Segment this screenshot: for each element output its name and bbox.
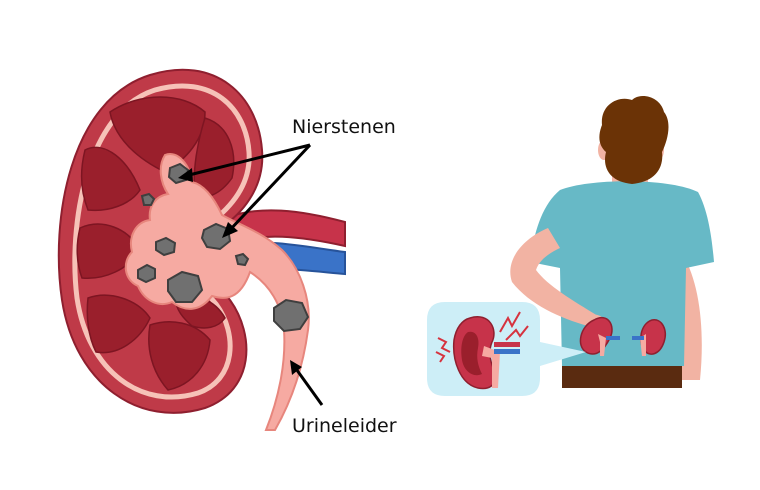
label-urineleider: Urineleider bbox=[292, 415, 397, 437]
stones-arrow-1 bbox=[184, 143, 311, 178]
pain-mark bbox=[437, 337, 451, 353]
pyramid bbox=[148, 321, 211, 391]
back-kidneys bbox=[579, 317, 666, 356]
bubble-vessel-red bbox=[494, 342, 520, 347]
kidney-icon-left-vessel bbox=[606, 336, 620, 340]
pyramid bbox=[193, 117, 235, 199]
person-back-view-icon bbox=[510, 96, 714, 388]
kidney-icon-right-vessel bbox=[632, 336, 644, 340]
kidney-stone bbox=[167, 270, 204, 303]
left-arm bbox=[510, 228, 598, 326]
kidney-stone bbox=[273, 298, 310, 333]
pain-mark bbox=[499, 311, 521, 333]
pyramid bbox=[76, 223, 141, 279]
annotation-arrows bbox=[178, 143, 324, 406]
kidney-pyramids bbox=[76, 96, 235, 391]
kidney-stone bbox=[140, 192, 156, 206]
arrowhead bbox=[178, 168, 193, 182]
bubble-kidney-inner bbox=[461, 331, 482, 376]
pyramid bbox=[109, 96, 206, 173]
bubble-vessel-blue bbox=[494, 349, 520, 354]
ureter-arrow bbox=[292, 365, 324, 406]
pain-mark bbox=[505, 325, 529, 341]
kidney-stone bbox=[155, 236, 177, 257]
renal-pelvis-and-ureter bbox=[124, 153, 310, 431]
pyramid bbox=[86, 294, 151, 354]
kidney-stone bbox=[234, 252, 250, 267]
label-nierstenen: Nierstenen bbox=[292, 116, 396, 138]
kidney-stone bbox=[200, 222, 232, 251]
stones-arrow-2 bbox=[226, 143, 312, 234]
callout-bubble bbox=[427, 302, 586, 396]
hair bbox=[599, 96, 669, 184]
kidney-icon-right bbox=[639, 319, 666, 355]
arrowhead bbox=[222, 222, 238, 238]
kidney-stone bbox=[137, 263, 156, 284]
kidney-icon-left-pelvis bbox=[598, 334, 606, 356]
bubble-kidney-pelvis bbox=[482, 346, 500, 388]
pain-mark bbox=[435, 351, 446, 363]
arrowhead bbox=[290, 360, 302, 375]
pain-zigzag-icon bbox=[435, 311, 529, 363]
kidney-cross-section bbox=[57, 68, 346, 431]
kidney-rim bbox=[72, 83, 252, 400]
pyramid bbox=[80, 146, 141, 212]
pants bbox=[562, 362, 682, 388]
